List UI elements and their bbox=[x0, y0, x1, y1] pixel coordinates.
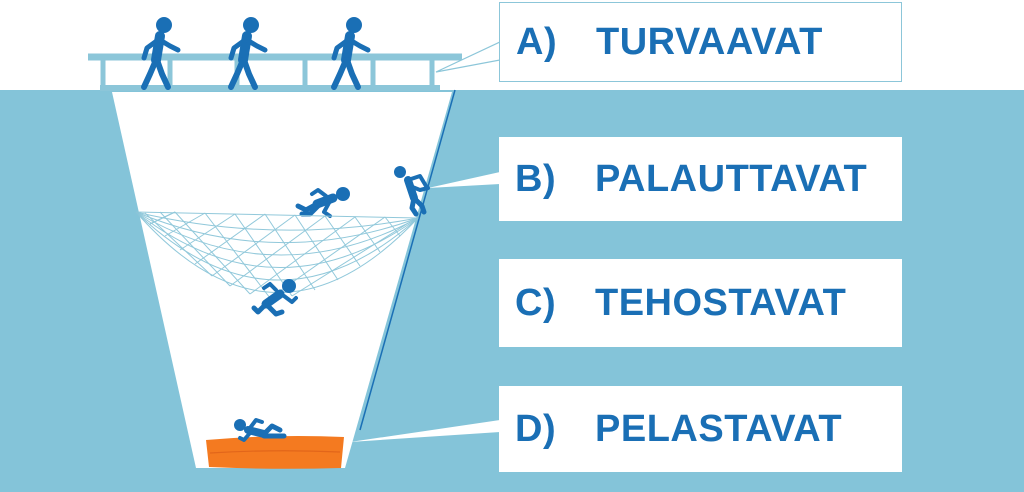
walking-person-icon bbox=[331, 17, 371, 90]
label-box-c: C) TEHOSTAVAT bbox=[499, 259, 902, 347]
pointer-d bbox=[350, 420, 500, 442]
label-text: PELASTAVAT bbox=[595, 407, 843, 450]
label-letter: B) bbox=[515, 157, 557, 200]
label-box-a: A) TURVAAVAT bbox=[499, 2, 902, 82]
label-text: TURVAAVAT bbox=[596, 20, 823, 63]
label-letter: A) bbox=[516, 20, 558, 63]
safety-net bbox=[135, 211, 419, 299]
mattress-seam bbox=[209, 450, 341, 454]
label-box-b: B) PALAUTTAVAT bbox=[499, 137, 902, 221]
climbing-person-icon bbox=[394, 166, 430, 217]
label-box-d: D) PELASTAVAT bbox=[499, 386, 902, 472]
landed-person-icon bbox=[234, 418, 287, 442]
label-text: TEHOSTAVAT bbox=[595, 281, 847, 324]
rope bbox=[359, 89, 456, 431]
rescue-mattress bbox=[206, 436, 344, 469]
pointer-b bbox=[428, 172, 500, 188]
label-text: PALAUTTAVAT bbox=[595, 157, 868, 200]
caught-in-net-person-icon bbox=[251, 279, 298, 317]
walking-person-icon bbox=[141, 17, 181, 90]
falling-person-icon bbox=[295, 187, 350, 218]
label-letter: C) bbox=[515, 281, 557, 324]
walking-person-icon bbox=[228, 17, 268, 90]
label-letter: D) bbox=[515, 407, 557, 450]
